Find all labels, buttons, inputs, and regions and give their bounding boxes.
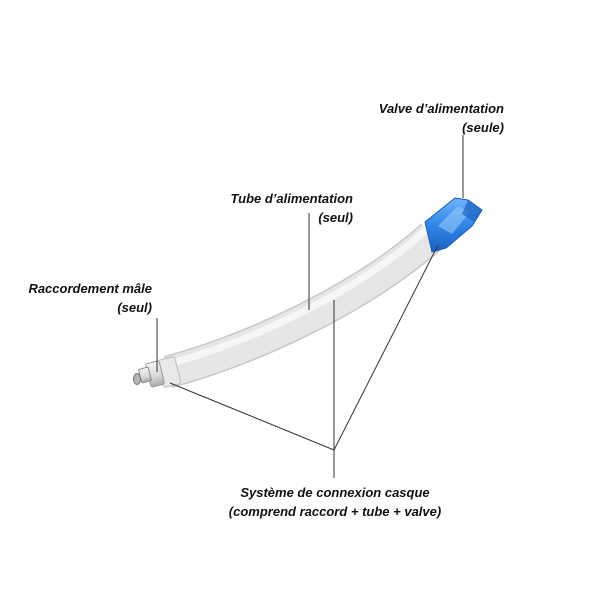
label-valve: Valve d’alimentation (seule) xyxy=(379,99,504,137)
leader-system-to-valve xyxy=(333,244,439,451)
label-male-connector-line2: (seul) xyxy=(117,300,152,315)
label-valve-line1: Valve d’alimentation xyxy=(378,101,504,116)
leader-lines xyxy=(156,135,464,478)
bite-valve xyxy=(424,197,483,253)
label-valve-line2: (seule) xyxy=(462,120,504,135)
label-tube-line2: (seul) xyxy=(318,210,353,225)
tube-body xyxy=(164,224,442,387)
label-male-connector-line1: Raccordement mâle xyxy=(28,281,152,296)
tube-highlight xyxy=(168,226,430,367)
label-tube-line1: Tube d’alimentation xyxy=(230,191,353,206)
label-system-line1: Système de connexion casque xyxy=(240,485,430,500)
label-system: Système de connexion casque (comprend ra… xyxy=(200,483,470,521)
label-system-line2: (comprend raccord + tube + valve) xyxy=(228,504,442,519)
label-male-connector: Raccordement mâle (seul) xyxy=(28,279,152,317)
leader-system-to-connector xyxy=(169,382,335,451)
label-tube: Tube d’alimentation (seul) xyxy=(230,189,353,227)
male-connector xyxy=(133,356,181,388)
